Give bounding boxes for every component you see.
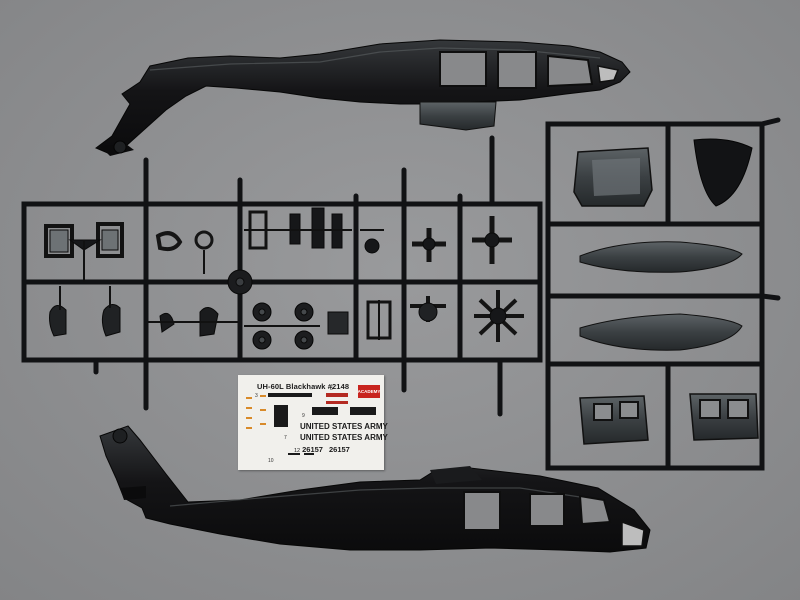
fuselage-half-top — [95, 39, 631, 156]
decal-sheet: UH-60L Blackhawk #2148 ACADEMY 3 5 9 7 1… — [238, 375, 388, 470]
decal-stripe — [246, 417, 252, 419]
decal-marking-text: UNITED STATES ARMY — [300, 422, 388, 431]
decal-stripe — [246, 427, 252, 429]
decal-marking — [268, 393, 312, 397]
decal-stripe — [246, 397, 252, 399]
brand-logo: ACADEMY — [358, 385, 380, 398]
decal-marking — [326, 393, 348, 397]
decal-marking — [350, 407, 376, 415]
sprue-parts-right — [573, 138, 759, 445]
decal-number-3: 3 — [255, 393, 258, 399]
decal-stripe — [260, 423, 266, 425]
decal-marking — [326, 401, 348, 404]
decal-stripe — [260, 409, 266, 411]
decal-marking — [312, 407, 338, 415]
fuselage-half-bottom — [99, 425, 651, 553]
sprue-parts-main — [44, 207, 524, 350]
decal-stripe — [246, 407, 252, 409]
decal-marking — [304, 453, 314, 455]
decal-marking-text: UNITED STATES ARMY — [300, 433, 388, 442]
decal-number-7: 7 — [284, 435, 287, 441]
decal-number-10: 10 — [268, 458, 274, 464]
sprue-frame-right — [545, 117, 781, 471]
decal-marking — [274, 405, 288, 427]
decal-serial-index: 12 — [294, 448, 301, 454]
decal-serial-number: 26157 — [302, 445, 323, 454]
decal-number-9: 9 — [302, 413, 305, 419]
decal-stripe — [260, 395, 266, 397]
decal-sheet-title: UH-60L Blackhawk #2148 — [257, 382, 350, 391]
decal-marking — [288, 453, 300, 455]
sprue-frame-main — [21, 135, 543, 417]
decal-serial-number: 26157 — [328, 445, 350, 454]
decal-number-5: 5 — [330, 386, 333, 392]
